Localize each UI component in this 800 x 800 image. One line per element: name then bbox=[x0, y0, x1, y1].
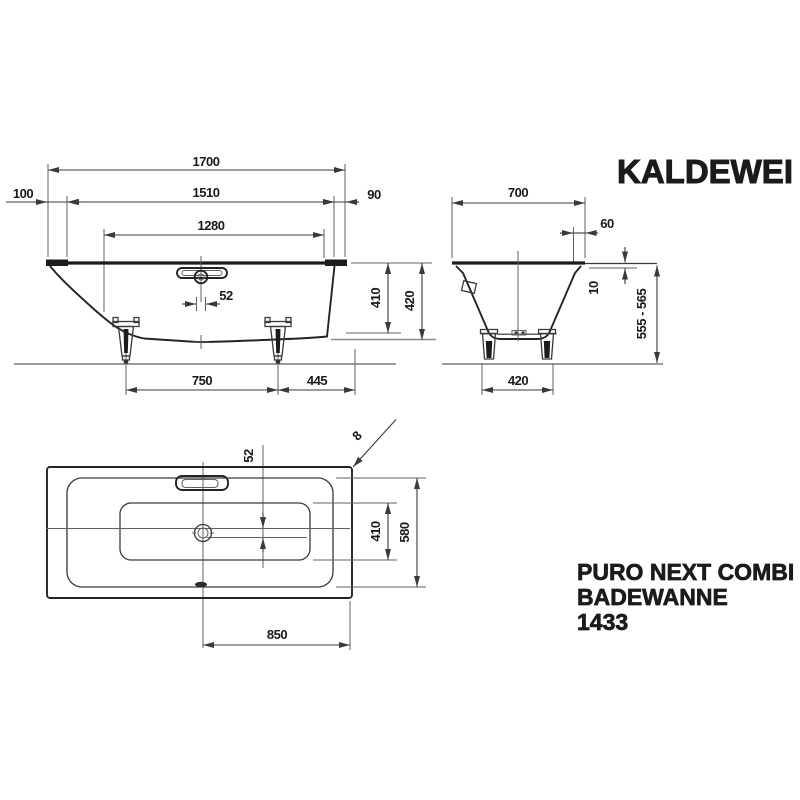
dimension-left-overhang: 100 bbox=[6, 186, 81, 205]
dimension-feet-to-end: 445 bbox=[278, 373, 355, 393]
dim-label-drain-distance: 850 bbox=[267, 627, 287, 642]
overflow-marker bbox=[460, 279, 478, 295]
drain-circle bbox=[192, 523, 214, 543]
dimension-feet-width: 420 bbox=[482, 373, 553, 393]
overflow-channel-lines bbox=[46, 528, 350, 538]
dimension-rim-width: 60 bbox=[560, 216, 614, 236]
dimension-channel-offset: 52 bbox=[241, 449, 266, 552]
dimension-inner-depth: 410 bbox=[368, 263, 391, 333]
dim-label-right-overhang: 90 bbox=[367, 187, 381, 202]
bathtub-outline bbox=[49, 265, 336, 343]
product-type: BADEWANNE bbox=[577, 584, 728, 610]
product-title-block: PURO NEXT COMBI BADEWANNE 1433 bbox=[577, 559, 795, 635]
dim-label-left-overhang: 100 bbox=[13, 186, 33, 201]
rim-bottom-mark bbox=[195, 581, 207, 588]
extension-lines bbox=[313, 477, 426, 650]
dim-label-feet-width: 420 bbox=[508, 373, 528, 388]
dim-label-rim-width: 60 bbox=[600, 216, 614, 231]
dimension-floor-length: 1280 bbox=[104, 218, 324, 238]
dimension-rim-opening-width: 580 bbox=[397, 478, 420, 587]
dim-label-rim-lip: 10 bbox=[586, 281, 601, 295]
dim-label-overall-length: 1700 bbox=[193, 154, 220, 169]
bathtub-rim bbox=[452, 261, 657, 269]
end-section-view: 700 60 10 555 - 565 420 bbox=[442, 185, 663, 395]
dim-label-floor-length: 1280 bbox=[198, 218, 225, 233]
dimension-total-height: 420 bbox=[402, 263, 425, 340]
bathtub-plan-outer bbox=[46, 466, 353, 599]
dimension-overflow-drain-offset: 52 bbox=[182, 288, 233, 311]
dim-label-feet-distance: 750 bbox=[192, 373, 212, 388]
dim-label-installed-height: 555 - 565 bbox=[634, 289, 649, 340]
corner-angle-leader: 8 bbox=[349, 419, 397, 468]
bottom-center-mark bbox=[193, 335, 209, 349]
dim-label-channel-offset: 52 bbox=[241, 449, 256, 463]
brand-logo: KALDEWEI bbox=[617, 153, 794, 191]
bathtub-foot bbox=[479, 328, 499, 360]
dimension-right-overhang: 90 bbox=[322, 187, 381, 205]
dimension-floor-width: 410 bbox=[368, 503, 391, 560]
dim-label-rim-opening-length: 1510 bbox=[193, 185, 220, 200]
dimension-feet-distance: 750 bbox=[126, 373, 278, 393]
extension-lines bbox=[47, 164, 436, 395]
overflow-handle bbox=[176, 256, 228, 302]
dimension-overall-width: 700 bbox=[452, 185, 585, 206]
dimension-rim-opening-length: 1510 bbox=[67, 185, 334, 205]
product-model-number: 1433 bbox=[577, 609, 629, 635]
bathtub-plan-floor bbox=[119, 502, 311, 561]
dim-label-overflow-drain-offset: 52 bbox=[219, 288, 233, 303]
dimension-overall-length: 1700 bbox=[48, 154, 345, 173]
dim-label-feet-to-end: 445 bbox=[307, 373, 327, 388]
bathtub-foot bbox=[112, 316, 140, 364]
dim-label-total-height: 420 bbox=[402, 291, 417, 311]
bathtub-rim bbox=[46, 259, 347, 266]
dim-label-floor-width: 410 bbox=[368, 521, 383, 541]
dim-label-inner-depth: 410 bbox=[368, 288, 383, 308]
bathtub-plan-rim bbox=[66, 477, 334, 588]
dim-label-corner-angle: 8 bbox=[349, 428, 365, 444]
bathtub-foot bbox=[537, 328, 557, 360]
plan-view: 8 52 410 580 850 bbox=[46, 419, 426, 650]
dim-label-overall-width: 700 bbox=[508, 185, 528, 200]
dimension-rim-lip: 10 bbox=[586, 247, 628, 295]
product-name: PURO NEXT COMBI bbox=[577, 559, 795, 585]
bathtub-foot bbox=[264, 316, 292, 364]
dimension-drain-distance: 850 bbox=[203, 627, 350, 648]
overflow-handle-plan bbox=[175, 475, 229, 491]
dimension-installed-height: 555 - 565 bbox=[634, 265, 660, 363]
side-elevation-view: 1700 1510 100 90 1280 52 bbox=[6, 154, 436, 395]
dim-label-rim-opening-width: 580 bbox=[397, 522, 412, 542]
